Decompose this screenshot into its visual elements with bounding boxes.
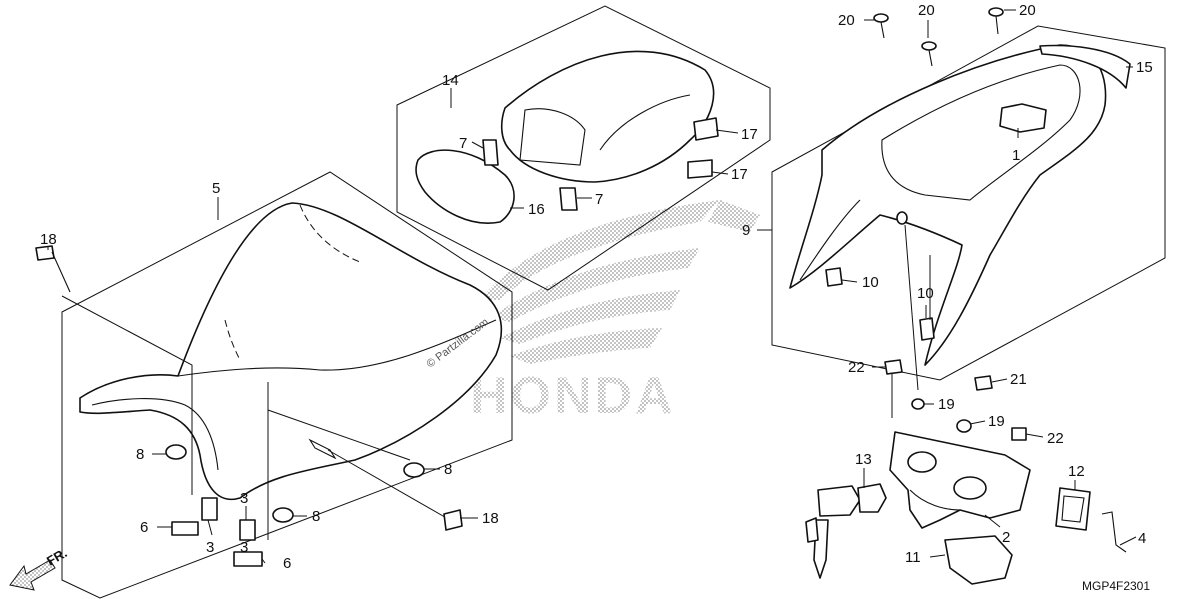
seat-cowl-box xyxy=(396,5,771,291)
callout-8: 8 xyxy=(444,461,452,478)
main-seat xyxy=(79,202,503,501)
callout-3: 3 xyxy=(240,490,248,507)
seat-lock-bracket xyxy=(884,359,1031,529)
rear-cowl xyxy=(789,44,1131,366)
callout-1: 1 xyxy=(1012,147,1020,164)
lock-actuator xyxy=(944,535,1013,585)
callout-13: 13 xyxy=(855,451,872,468)
callout-17: 17 xyxy=(741,126,758,143)
callout-7: 7 xyxy=(459,135,467,152)
seat-bolts xyxy=(35,245,463,531)
honda-wing-watermark: HONDA xyxy=(470,200,760,425)
callout-7: 7 xyxy=(595,191,603,208)
seat-cowl xyxy=(415,50,719,224)
callout-10: 10 xyxy=(862,274,879,291)
lock-clip xyxy=(1101,511,1127,553)
callout-11: 11 xyxy=(905,549,921,566)
callout-5: 5 xyxy=(212,180,220,197)
seat-dash-lines xyxy=(61,295,451,540)
callout-10: 10 xyxy=(917,285,934,302)
callout-20: 20 xyxy=(918,2,935,19)
lock-cover xyxy=(1055,487,1091,531)
callout-22: 22 xyxy=(1047,430,1064,447)
front-direction-arrow: FR. xyxy=(9,545,70,591)
seat-clips xyxy=(201,497,256,541)
callout-leaders xyxy=(47,9,1137,564)
callout-6: 6 xyxy=(140,519,148,536)
callout-16: 16 xyxy=(528,201,545,218)
seat-blocks xyxy=(171,521,263,567)
callout-17: 17 xyxy=(731,166,748,183)
callout-3: 3 xyxy=(240,539,248,556)
callout-20: 20 xyxy=(1019,2,1036,19)
callout-4: 4 xyxy=(1138,530,1146,547)
honda-brand-watermark: HONDA xyxy=(470,367,676,425)
callout-12: 12 xyxy=(1068,463,1085,480)
callout-8: 8 xyxy=(136,446,144,463)
callout-22: 22 xyxy=(848,359,865,376)
rear-cowl-box xyxy=(771,25,1166,381)
callout-21: 21 xyxy=(1010,371,1027,388)
cowl-bolts xyxy=(873,7,1004,67)
callout-18: 18 xyxy=(482,510,499,527)
callout-9: 9 xyxy=(742,222,750,239)
key-cylinder xyxy=(805,483,887,579)
callout-19: 19 xyxy=(988,413,1005,430)
callout-6: 6 xyxy=(283,555,291,572)
diagram-code: MGP4F2301 xyxy=(1082,579,1150,593)
callout-18: 18 xyxy=(40,231,57,248)
callout-19: 19 xyxy=(938,396,955,413)
seat-assembly-box xyxy=(61,171,513,599)
callout-labels: 1 2 3 3 3 4 5 6 6 7 7 8 8 8 9 10 10 11 1… xyxy=(40,2,1153,572)
callout-3: 3 xyxy=(206,539,214,556)
bracket-dash-lines xyxy=(891,224,931,418)
callout-20: 20 xyxy=(838,12,855,29)
seat-dampers xyxy=(165,444,425,523)
callout-8: 8 xyxy=(312,508,320,525)
callout-2: 2 xyxy=(1002,529,1010,546)
callout-14: 14 xyxy=(442,72,459,89)
callout-15: 15 xyxy=(1136,59,1153,76)
